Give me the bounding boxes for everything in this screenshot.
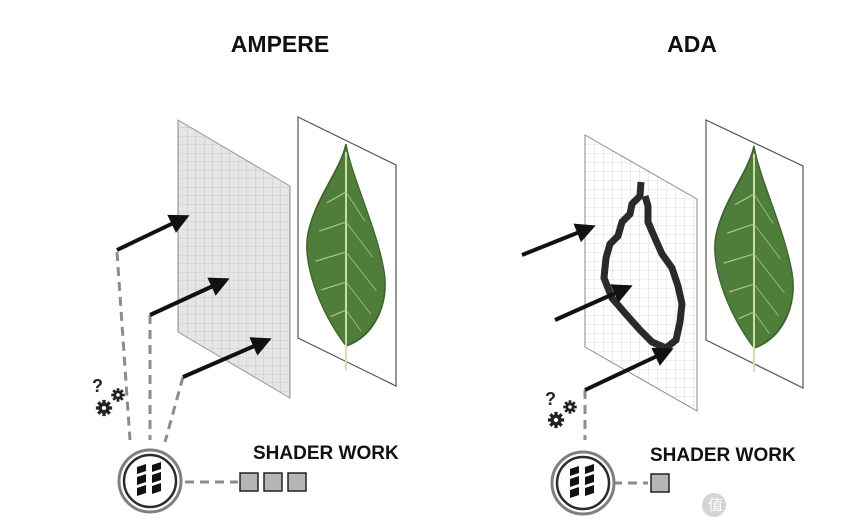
question-gear-icon: ? — [92, 376, 125, 417]
gpu-chip-icon — [550, 450, 616, 516]
shader-blocks — [650, 473, 670, 493]
shader-work-label: SHADER WORK — [650, 445, 796, 466]
svg-text:?: ? — [92, 376, 103, 396]
leaf-image-icon — [705, 119, 804, 393]
svg-text:?: ? — [545, 389, 556, 409]
watermark: 值 什么值得买 SMYZ.NET — [702, 493, 852, 527]
panel-ampere: AMPERE ? SHADER WORK — [92, 31, 399, 514]
watermark-text: 值 什么值得买 — [708, 496, 803, 514]
gpu-chip-icon — [117, 448, 183, 514]
shader-blocks — [239, 472, 307, 492]
panel-ada: ADA ? SHADER — [521, 31, 804, 516]
leaf-image-icon — [297, 116, 397, 391]
shader-work-label: SHADER WORK — [253, 443, 399, 464]
panel-title-ampere: AMPERE — [231, 31, 329, 57]
arrow-icon — [521, 223, 674, 392]
dashed-connector — [115, 251, 238, 484]
pixel-grid-plane — [177, 119, 291, 399]
watermark-sub: SMYZ.NET — [775, 509, 852, 527]
pixel-outline — [600, 181, 686, 353]
arrow-icon — [116, 214, 272, 379]
dashed-connector — [583, 390, 648, 485]
panel-title-ada: ADA — [667, 31, 717, 57]
question-gear-icon: ? — [545, 389, 577, 429]
